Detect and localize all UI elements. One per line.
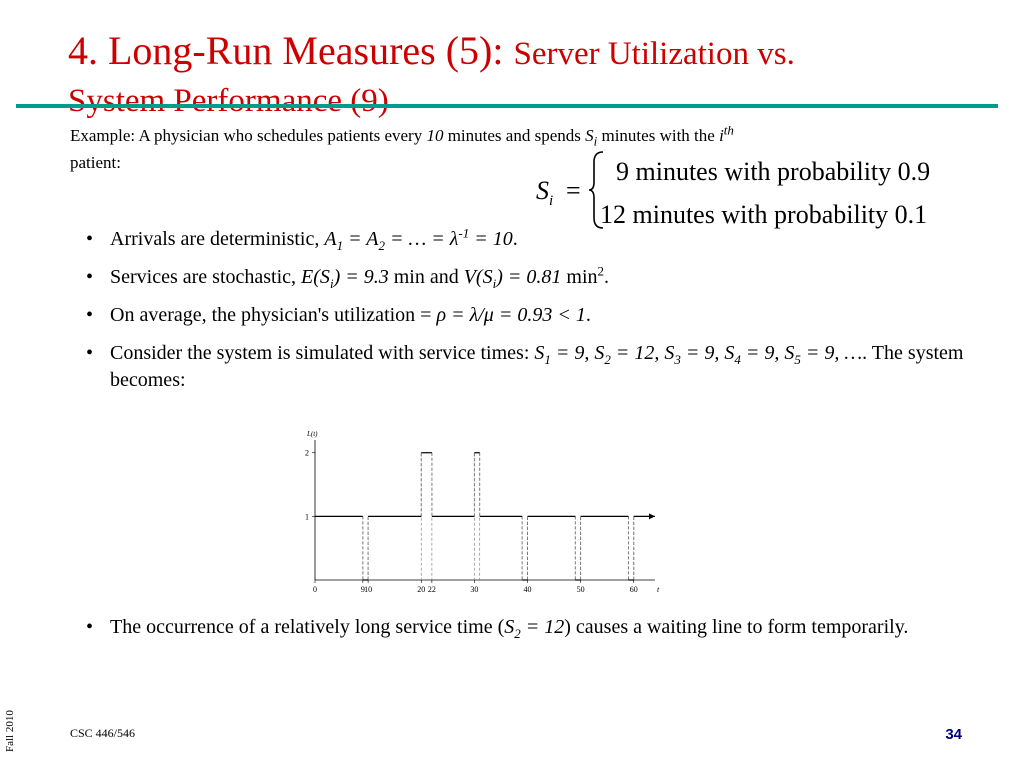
bullet-math: A: [324, 228, 337, 250]
bullet-text: Services are stochastic,: [110, 266, 302, 288]
bullet-math: = 12, S: [610, 342, 675, 364]
bullet-math: -1: [458, 225, 470, 241]
x-tick-label: 10: [364, 585, 372, 594]
bullet-list: Arrivals are deterministic, A1 = A2 = … …: [80, 226, 1000, 405]
bullet-math: ρ = λ/μ = 0.93 < 1: [436, 304, 586, 326]
formula-lhs: Si: [536, 176, 554, 210]
bullet-math: = 9, S: [680, 342, 735, 364]
bullet-math: = 9, …: [800, 342, 863, 364]
title-line2: System Performance (9): [68, 83, 389, 119]
chart-axes: [314, 440, 655, 581]
example-part: th: [723, 122, 734, 138]
slide-title: 4. Long-Run Measures (5): Server Utiliza…: [68, 24, 998, 119]
bullet-text: 2: [597, 263, 605, 279]
bullet-math: = 9, S: [740, 342, 795, 364]
title-main: 4. Long-Run Measures (5):: [68, 28, 514, 73]
example-part: minutes with the: [597, 126, 720, 145]
chart-x-label: t: [657, 585, 660, 594]
bullet-math: = 10: [469, 228, 513, 250]
bullet-math: = A: [343, 228, 379, 250]
series-arrow: [649, 513, 655, 520]
x-tick-label: 50: [577, 585, 585, 594]
bullet-services: Services are stochastic, E(Si) = 9.3 min…: [80, 264, 1000, 291]
bullet-math: 4: [734, 352, 741, 367]
formula-case-2: 12 minutes with probability 0.1: [600, 200, 928, 229]
bullet-math: E(S: [301, 266, 330, 288]
y-tick-label: 2: [305, 449, 309, 458]
bullet-math: 2: [378, 238, 385, 253]
bullet-utilization: On average, the physician's utilization …: [80, 302, 1000, 329]
example-text: Example: A physician who schedules patie…: [70, 122, 970, 176]
bullet-text: Consider the system is simulated with se…: [110, 342, 535, 364]
bullet-text: .: [604, 266, 610, 288]
bullet-arrivals: Arrivals are deterministic, A1 = A2 = … …: [80, 226, 1000, 253]
bullet-math: i: [492, 276, 497, 291]
bullet-math: S: [534, 342, 545, 364]
chart-y-ticks: 12: [305, 449, 315, 521]
bullet-text: .: [512, 228, 518, 250]
example-part: patient:: [70, 153, 121, 172]
bullet-math: 2: [514, 626, 521, 641]
bullet-text: ) causes a waiting line to form temporar…: [564, 616, 909, 638]
service-time-formula: Si = 9 minutes with probability 0.9 12 m…: [536, 150, 976, 230]
bullet-math: 3: [674, 352, 681, 367]
bullet-math: = … = λ: [384, 228, 459, 250]
bullet-math: 1: [544, 352, 551, 367]
page-number: 34: [945, 726, 962, 743]
example-part: minutes and spends: [443, 126, 586, 145]
bullet-math: 2: [604, 352, 611, 367]
bullet-math: ) = 0.81: [496, 266, 562, 288]
x-tick-label: 30: [470, 585, 478, 594]
bullet-text: The occurrence of a relatively long serv…: [110, 616, 505, 638]
bullet-text: On average, the physician's utilization …: [110, 304, 437, 326]
formula-lhs-sub: i: [549, 193, 554, 210]
bullet-conclusion: The occurrence of a relatively long serv…: [80, 614, 980, 641]
formula-case-1: 9 minutes with probability 0.9: [616, 157, 931, 186]
footer-course: CSC 446/546: [70, 726, 136, 740]
example-part: i: [719, 126, 724, 145]
x-tick-label: 60: [630, 585, 638, 594]
bullet-math: = 12: [520, 616, 565, 638]
bullet-text: . The system becomes:: [110, 342, 964, 391]
formula-equals: =: [566, 176, 581, 205]
formula-lhs-var: S: [536, 176, 549, 205]
x-tick-label: 0: [313, 585, 317, 594]
x-tick-label: 40: [524, 585, 532, 594]
bullet-math: ) = 9.3: [333, 266, 389, 288]
title-divider: [16, 104, 998, 108]
x-tick-label: 22: [428, 585, 436, 594]
bullet-math: V(S: [463, 266, 493, 288]
chart-series: [315, 452, 655, 581]
bullet-text: Arrivals are deterministic,: [110, 228, 325, 250]
example-part: 10: [426, 126, 444, 145]
x-tick-label: 9: [361, 585, 365, 594]
left-brace-icon: [588, 151, 604, 229]
bullet-text: min and: [388, 266, 464, 288]
title-sub: Server Utilization vs.: [513, 36, 795, 72]
bullet-math: 5: [794, 352, 801, 367]
bullet-math: = 9, S: [550, 342, 605, 364]
example-part: S: [585, 126, 594, 145]
footer-date: Fall 2010: [4, 710, 16, 752]
x-tick-label: 20: [417, 585, 425, 594]
bullet-math: i: [329, 276, 334, 291]
chart-y-label: L(t): [306, 430, 318, 438]
bullet-math: S: [504, 616, 515, 638]
y-tick-label: 1: [305, 512, 309, 521]
example-part: Example: A physician who schedules patie…: [70, 126, 427, 145]
chart-gridlines: [362, 452, 635, 580]
bullet-simulation: Consider the system is simulated with se…: [80, 340, 1000, 394]
example-part: i: [593, 133, 598, 149]
bullet-math: 1: [336, 238, 344, 253]
bullet-text: min: [561, 266, 598, 288]
bullet-list-conclusion: The occurrence of a relatively long serv…: [80, 614, 980, 641]
bullet-text: .: [585, 304, 591, 326]
